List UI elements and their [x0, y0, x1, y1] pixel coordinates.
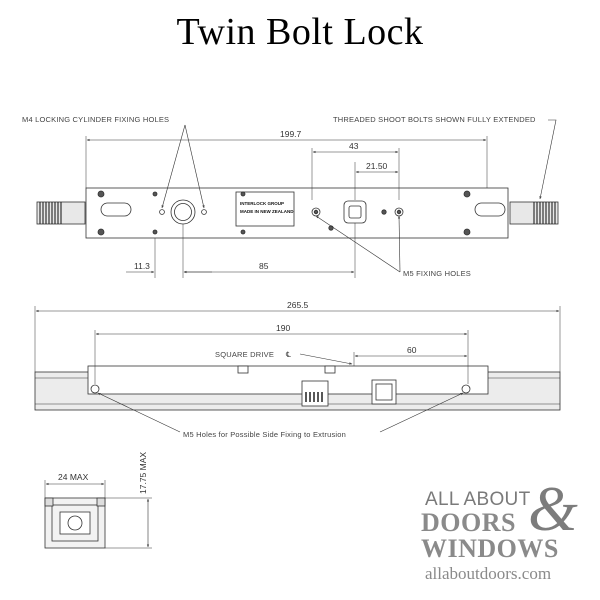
label-m4-holes: M4 LOCKING CYLINDER FIXING HOLES	[22, 115, 169, 124]
dim-11-3: 11.3	[134, 261, 150, 271]
side-hole-right	[461, 384, 471, 394]
logo-ampersand: &	[528, 473, 578, 544]
logo-url: allaboutdoors.com	[425, 564, 551, 583]
plate-text-line1: INTERLOCK GROUP	[240, 201, 284, 206]
page-title: Twin Bolt Lock	[176, 11, 424, 53]
label-threaded-bolts: THREADED SHOOT BOLTS SHOWN FULLY EXTENDE…	[333, 115, 536, 124]
left-bolt-thread	[39, 202, 62, 224]
dim-17-75-max: 17.75 MAX	[138, 452, 148, 494]
logo-line1: ALL ABOUT	[425, 489, 531, 510]
label-square-drive: SQUARE DRIVE	[215, 350, 274, 359]
gear-teeth	[305, 392, 323, 402]
dim-85: 85	[259, 261, 269, 271]
side-view	[34, 306, 561, 433]
label-m5-side: M5 Holes for Possible Side Fixing to Ext…	[183, 430, 346, 439]
left-slot	[100, 202, 132, 217]
side-hole-left	[90, 384, 100, 394]
dim-24-max: 24 MAX	[58, 472, 89, 482]
dim-190: 190	[276, 323, 290, 333]
main-plate	[85, 187, 509, 239]
dim-60: 60	[407, 345, 417, 355]
centerline-symbol: ℄	[286, 350, 291, 359]
brand-logo: ALL ABOUT & DOORS WINDOWS allaboutdoors.…	[421, 473, 578, 583]
lock-case	[87, 365, 489, 395]
logo-line3: WINDOWS	[421, 534, 559, 563]
plate-text-line2: MADE IN NEW ZEALAND	[240, 209, 294, 214]
right-bolt-thread	[533, 202, 556, 224]
dim-265-5: 265.5	[287, 300, 309, 310]
logo-line2: DOORS	[421, 508, 516, 537]
dim-21-50: 21.50	[366, 161, 388, 171]
right-slot	[474, 202, 506, 217]
label-m5-fixing: M5 FIXING HOLES	[403, 269, 471, 278]
top-view	[36, 119, 559, 278]
dim-199-7: 199.7	[280, 129, 302, 139]
end-view	[44, 480, 152, 549]
maker-plate	[235, 191, 295, 227]
dim-43: 43	[349, 141, 359, 151]
